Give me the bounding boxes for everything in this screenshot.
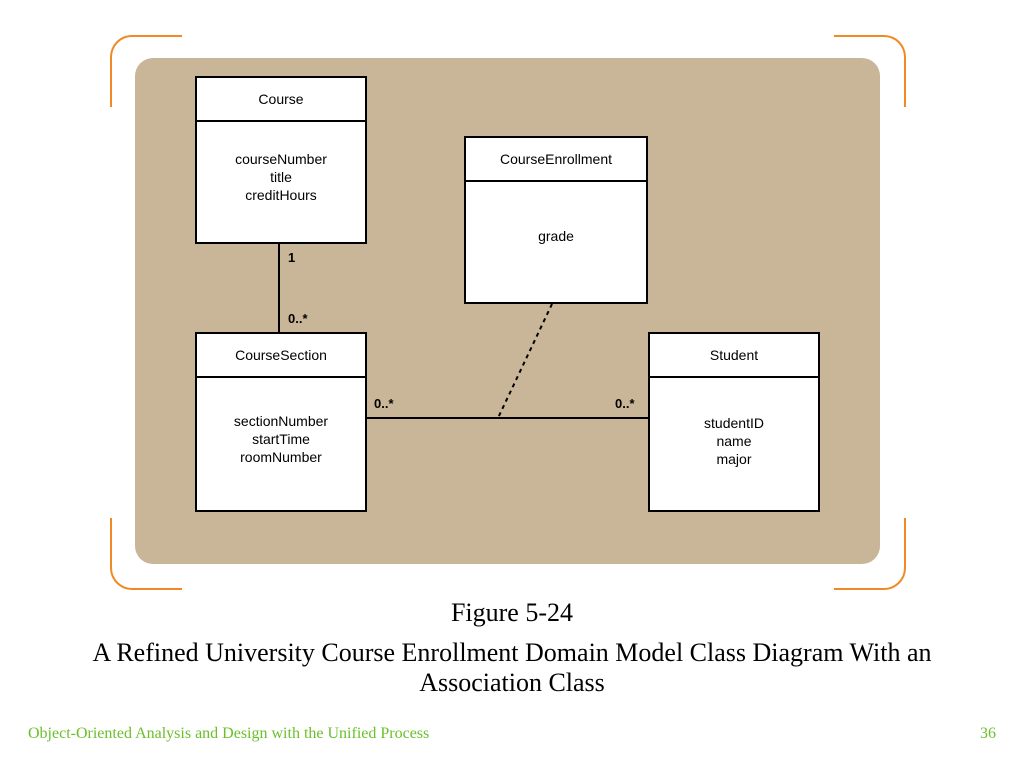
class-course-enrollment: CourseEnrollment grade bbox=[464, 136, 648, 304]
attribute: name bbox=[716, 433, 752, 449]
attribute: courseNumber bbox=[235, 151, 327, 167]
corner-bracket-top-right bbox=[834, 35, 906, 107]
class-course-name: Course bbox=[197, 78, 365, 122]
footer-page-number: 36 bbox=[980, 725, 996, 742]
class-course-section-name: CourseSection bbox=[197, 334, 365, 378]
class-course-enrollment-name: CourseEnrollment bbox=[466, 138, 646, 182]
class-course-attributes: courseNumber title creditHours bbox=[197, 122, 365, 204]
class-course-section-attributes: sectionNumber startTime roomNumber bbox=[197, 378, 365, 466]
multiplicity-course-end: 1 bbox=[288, 250, 296, 265]
attribute: studentID bbox=[704, 415, 764, 431]
figure-caption: A Refined University Course Enrollment D… bbox=[92, 638, 932, 697]
class-student-name: Student bbox=[650, 334, 818, 378]
corner-bracket-bottom-left bbox=[110, 518, 182, 590]
class-student-attributes: studentID name major bbox=[650, 378, 818, 468]
association-class-dashed-link bbox=[497, 303, 553, 419]
attribute: sectionNumber bbox=[233, 413, 329, 429]
attribute: title bbox=[270, 169, 292, 185]
attribute: grade bbox=[538, 228, 574, 244]
corner-bracket-top-left bbox=[110, 35, 182, 107]
multiplicity-student-left: 0..* bbox=[615, 396, 635, 411]
class-student: Student studentID name major bbox=[648, 332, 820, 512]
attribute: roomNumber bbox=[240, 449, 322, 465]
attribute: startTime bbox=[252, 431, 310, 447]
multiplicity-section-top: 0..* bbox=[288, 311, 308, 326]
class-course-enrollment-attributes: grade bbox=[466, 182, 646, 245]
corner-bracket-bottom-right bbox=[834, 518, 906, 590]
figure-number: Figure 5-24 bbox=[450, 598, 574, 627]
class-course-section: CourseSection sectionNumber startTime ro… bbox=[195, 332, 367, 512]
attribute: creditHours bbox=[245, 187, 317, 203]
multiplicity-section-right: 0..* bbox=[374, 396, 394, 411]
attribute: major bbox=[716, 451, 752, 467]
class-course: Course courseNumber title creditHours bbox=[195, 76, 367, 244]
footer-course-title: Object-Oriented Analysis and Design with… bbox=[28, 725, 430, 742]
